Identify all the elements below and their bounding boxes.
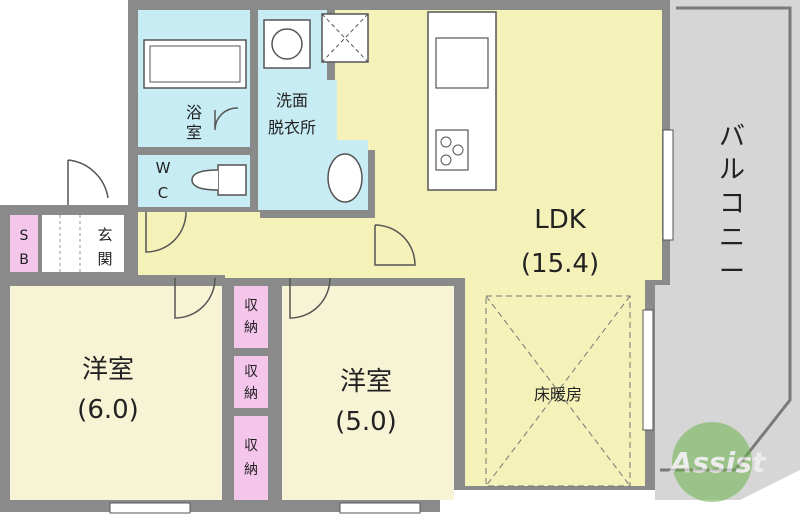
ldk-room — [138, 10, 662, 486]
window-room2 — [339, 502, 421, 514]
wc-label-2: C — [158, 184, 168, 202]
sink-icon — [327, 153, 363, 203]
logo-text: Assist — [669, 446, 767, 479]
closet-1 — [234, 286, 268, 348]
western2-size: (5.0) — [335, 407, 397, 437]
closet2-label-2: 納 — [244, 386, 258, 402]
room2-door-swing — [289, 277, 331, 319]
closet1-label-2: 納 — [244, 320, 258, 336]
entrance — [42, 215, 124, 272]
closet3-label-1: 収 — [244, 438, 258, 454]
closet-3 — [234, 416, 268, 500]
balcony-area — [655, 0, 800, 500]
balcony-char-2: ル — [719, 155, 745, 185]
sb-label-1: S — [20, 228, 29, 244]
wc-label-1: W — [156, 159, 171, 177]
balcony-char-5: ー — [719, 257, 745, 287]
washroom-door-swing — [374, 224, 416, 266]
closet3-label-2: 納 — [244, 462, 258, 478]
toilet-icon — [217, 164, 247, 196]
balcony-char-4: ニ — [719, 223, 745, 253]
bath-label-1: 浴 — [186, 103, 202, 122]
entrance-label-1: 玄 — [97, 226, 112, 244]
ldk-size: (15.4) — [521, 249, 599, 279]
floor-heating-zone — [485, 295, 631, 487]
window-ldk — [662, 129, 674, 241]
assist-logo: Assist — [669, 422, 767, 502]
room1-door-swing — [174, 277, 216, 319]
kitchen-counter — [427, 11, 497, 191]
bath-label-2: 室 — [186, 123, 202, 142]
bath-door-swing — [214, 107, 239, 131]
sb-label-2: B — [19, 252, 29, 268]
balcony-char-3: コ — [719, 189, 745, 219]
closet1-label-1: 収 — [244, 298, 258, 314]
sb-closet — [10, 215, 38, 272]
washroom-label-2: 脱衣所 — [268, 118, 316, 137]
western2-name: 洋室 — [340, 367, 392, 397]
closet-2 — [234, 356, 268, 408]
closet2-label-1: 収 — [244, 364, 258, 380]
washing-machine-icon — [263, 19, 311, 69]
western-room-2 — [282, 286, 454, 500]
entrance-door-swing — [67, 159, 109, 205]
window-room1 — [109, 502, 191, 514]
western1-name: 洋室 — [82, 355, 134, 385]
washroom-label-1: 洗面 — [276, 91, 308, 110]
balcony-char-1: バ — [719, 122, 745, 152]
floor-heating-label: 床暖房 — [534, 385, 582, 404]
ldk-name: LDK — [534, 205, 587, 235]
western-room-1 — [10, 286, 222, 500]
wc-door-swing — [145, 211, 187, 253]
entrance-label-2: 関 — [97, 250, 112, 268]
stove-icon — [435, 129, 469, 171]
pipe-space-icon — [321, 13, 369, 63]
western1-size: (6.0) — [77, 395, 139, 425]
window-ldk-lower — [642, 309, 654, 431]
